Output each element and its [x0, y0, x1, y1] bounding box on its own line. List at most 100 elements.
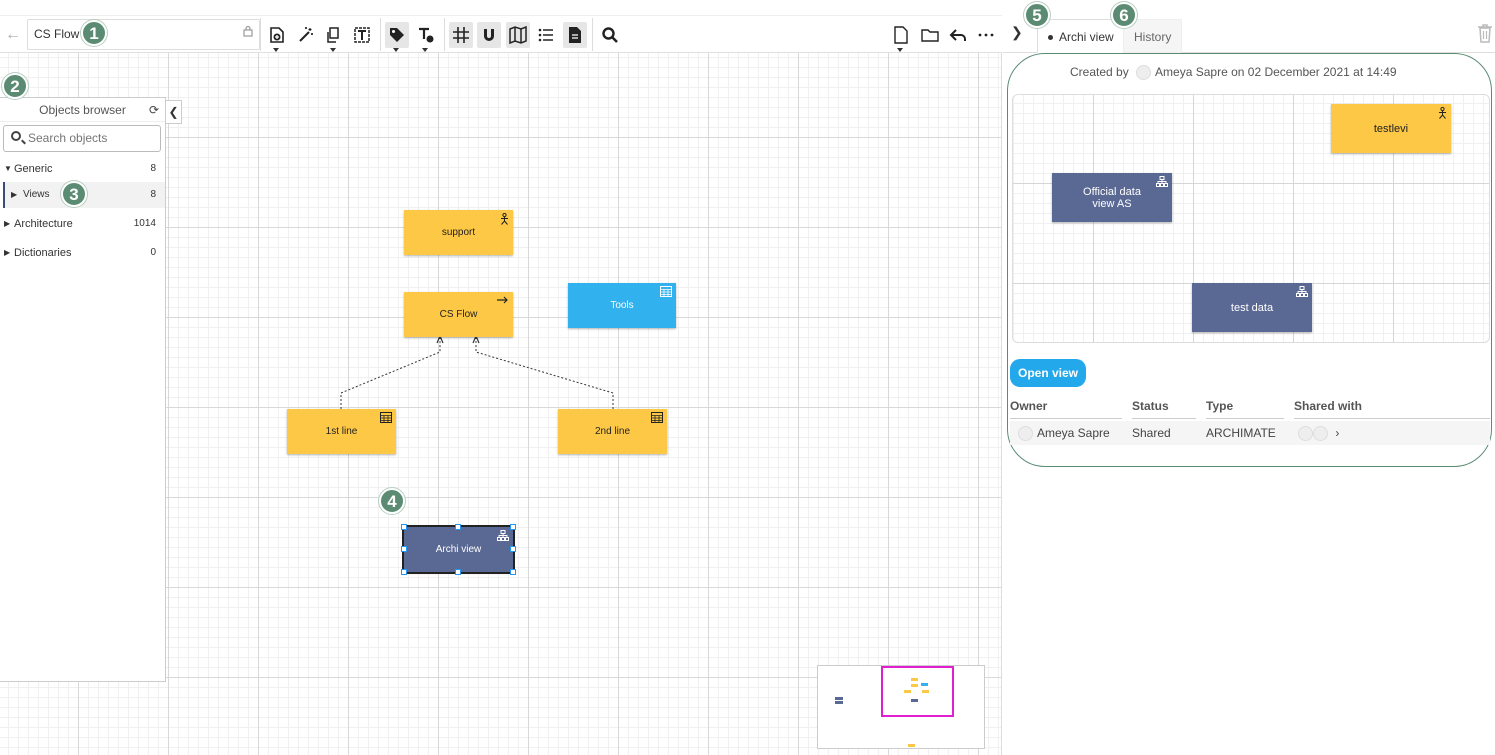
magic-wand-icon[interactable]	[294, 22, 318, 48]
minimap-node	[835, 701, 843, 704]
resize-handle[interactable]	[455, 524, 461, 530]
list-icon[interactable]	[534, 22, 558, 48]
search-icon[interactable]	[598, 22, 622, 48]
more-options-icon[interactable]	[974, 22, 998, 48]
objects-browser-title: Objects browser	[39, 103, 126, 117]
lock-icon[interactable]	[243, 20, 253, 49]
resize-handle[interactable]	[401, 524, 407, 530]
owner-name: Ameya Sapre	[1037, 426, 1110, 440]
tree-item-generic[interactable]: ▼ Generic 8	[0, 156, 165, 182]
preview-node-official-data: Official data view AS	[1052, 173, 1172, 222]
search-objects-field[interactable]	[3, 125, 161, 152]
diagram-title-text: CS Flow	[34, 27, 80, 41]
node-label: CS Flow	[439, 309, 478, 320]
tab-label: Archi view	[1059, 30, 1114, 44]
callout-badge: 2	[2, 73, 28, 99]
tag-icon[interactable]	[385, 22, 409, 52]
resize-handle[interactable]	[401, 546, 407, 552]
caret-right-icon: ▶	[4, 219, 11, 228]
column-status: Status	[1132, 399, 1169, 413]
created-by-prefix: Created by	[1070, 65, 1129, 79]
minimap-node	[911, 678, 918, 681]
text-box-icon[interactable]	[350, 22, 374, 48]
minimap-node	[922, 690, 929, 693]
open-view-button[interactable]: Open view	[1010, 359, 1086, 387]
toolbar-separator	[380, 18, 381, 51]
back-arrow-icon[interactable]: ←	[5, 26, 21, 43]
add-object-icon[interactable]	[265, 22, 289, 52]
detail-panel-header: ❯ Archi view History	[1003, 15, 1495, 53]
map-icon[interactable]	[506, 22, 530, 48]
table-icon	[660, 286, 672, 300]
minimap[interactable]	[817, 665, 985, 749]
diagram-title-field[interactable]: CS Flow	[27, 19, 260, 50]
objects-browser-header: Objects browser ⟳	[0, 98, 165, 122]
node-archi-view[interactable]: Archi view	[402, 525, 515, 574]
view-preview[interactable]: testlevi Official data view AS test data	[1012, 94, 1490, 343]
tree-item-architecture[interactable]: ▶ Architecture 1014	[0, 211, 165, 237]
created-by-line: Created by Ameya Sapre on 02 December 20…	[1070, 65, 1397, 81]
type-cell: ARCHIMATE	[1206, 426, 1276, 440]
minimap-node	[911, 684, 918, 687]
divider	[1132, 418, 1196, 419]
chevron-right-icon[interactable]: ❯	[1011, 24, 1023, 40]
node-tools[interactable]: Tools	[568, 283, 676, 328]
diagram-toolbar: ← CS Flow	[0, 15, 1002, 53]
document-icon[interactable]	[563, 22, 587, 48]
tree-item-dictionaries[interactable]: ▶ Dictionaries 0	[0, 240, 165, 266]
callout-badge: 3	[61, 181, 87, 207]
open-folder-icon[interactable]	[918, 22, 942, 48]
node-2nd-line[interactable]: 2nd line	[558, 409, 667, 454]
magnet-icon[interactable]	[477, 22, 501, 48]
status-cell: Shared	[1132, 426, 1171, 440]
resize-handle[interactable]	[401, 569, 407, 575]
tree-item-label: Architecture	[14, 218, 73, 230]
tree-item-count: 8	[150, 163, 156, 174]
copy-object-icon[interactable]	[322, 22, 346, 52]
callout-badge: 6	[1111, 2, 1137, 28]
undo-icon[interactable]	[946, 22, 970, 48]
preview-node-label: Official data view AS	[1083, 185, 1141, 210]
hierarchy-icon	[497, 530, 509, 544]
resize-handle[interactable]	[455, 569, 461, 575]
divider	[1294, 418, 1490, 419]
chevron-right-icon[interactable]: ›	[1335, 426, 1340, 440]
tree-item-label: Dictionaries	[14, 247, 72, 259]
minimap-viewport[interactable]	[881, 666, 954, 717]
node-cs-flow[interactable]: CS Flow	[404, 292, 513, 337]
preview-node-test-data: test data	[1192, 283, 1312, 332]
minimap-node	[921, 683, 928, 686]
table-icon	[651, 412, 663, 426]
tree-item-label: Views	[23, 189, 50, 200]
node-label: 1st line	[325, 426, 358, 437]
trash-icon[interactable]	[1477, 23, 1493, 43]
caret-right-icon: ▶	[4, 248, 11, 257]
column-owner: Owner	[1010, 399, 1048, 413]
node-label: 2nd line	[594, 426, 631, 437]
new-file-icon[interactable]	[889, 22, 913, 52]
text-format-icon[interactable]	[414, 22, 438, 52]
search-objects-input[interactable]	[28, 131, 158, 145]
minimap-node	[908, 744, 915, 747]
tree-item-count: 8	[150, 189, 156, 200]
tab-history[interactable]: History	[1123, 19, 1183, 53]
caret-right-icon: ▶	[11, 190, 18, 199]
preview-node-label: testlevi	[1373, 122, 1409, 135]
divider	[1010, 418, 1122, 419]
resize-handle[interactable]	[510, 546, 516, 552]
tab-archi-view[interactable]: Archi view	[1037, 19, 1125, 53]
resize-handle[interactable]	[510, 524, 516, 530]
node-1st-line[interactable]: 1st line	[287, 409, 396, 454]
resize-handle[interactable]	[510, 569, 516, 575]
tree-item-count: 1014	[133, 218, 156, 229]
callout-badge: 5	[1024, 2, 1050, 28]
grid-icon[interactable]	[449, 22, 473, 48]
shared-with-cell[interactable]: ›	[1294, 426, 1340, 442]
column-shared-with: Shared with	[1294, 399, 1363, 413]
collapse-browser-chevron-icon[interactable]: ❮	[166, 100, 182, 124]
column-type: Type	[1206, 399, 1234, 413]
refresh-icon[interactable]: ⟳	[148, 103, 159, 117]
avatar	[1313, 426, 1328, 442]
node-support[interactable]: support	[404, 210, 513, 255]
toolbar-separator	[444, 18, 445, 51]
